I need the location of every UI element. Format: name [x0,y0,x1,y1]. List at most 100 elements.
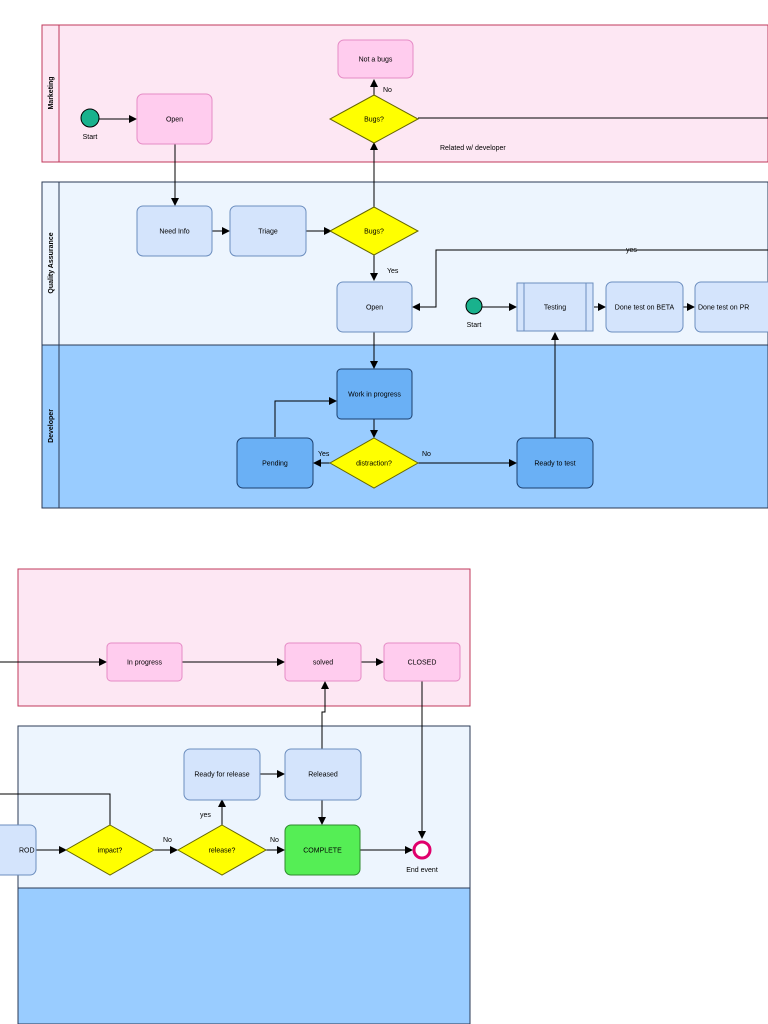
node-open-qa[interactable]: Open [336,281,413,333]
node-ready-for-release-box [183,748,261,801]
node-wip-label: Work in progress [348,392,401,399]
lane-marketing-continued [17,568,471,707]
node-not-a-bugs-box [337,39,414,79]
lane-qa-title: Quality Assurance [48,232,55,293]
lane-marketing-title: Marketing [48,76,55,109]
start-event-marketing[interactable]: Start [80,108,100,141]
node-triage-box [229,205,307,257]
edge-label-no-not-bugs: No [383,87,392,94]
start-event-qa-circle [465,297,483,315]
end-event-circle [412,840,432,860]
lane-developer-header [41,344,60,509]
end-event-label: End event [406,867,438,874]
node-solved-box [284,642,362,682]
start-marketing-label: Start [83,134,98,141]
node-done-prod-bottom-box [0,824,37,876]
node-done-beta-box [605,281,684,333]
decision-bugs-marketing-diamond [328,94,420,144]
decision-bugs-qa-diamond [328,206,420,256]
node-in-progress[interactable]: In progress [106,642,183,682]
lane-marketing-continued-body [17,568,471,707]
node-released[interactable]: Released [284,748,362,801]
node-done-prod-top-box [694,281,768,333]
node-need-info-box [136,205,213,257]
node-need-info-label: Need Info [159,229,189,236]
node-released-label: Released [308,772,338,779]
node-released-box [284,748,362,801]
node-triage[interactable]: Triage [229,205,307,257]
edge-loop-from-impact [0,793,111,825]
node-testing-label: Testing [544,305,566,312]
node-in-progress-label: In progress [127,660,163,667]
decision-bugs-marketing[interactable]: Bugs? [328,94,420,144]
edge-label-no-ready-test: No [422,451,431,458]
node-complete-box [284,824,361,876]
node-done-beta[interactable]: Done test on BETA [605,281,684,333]
edges-bottom [0,658,426,854]
node-wip-box [336,368,413,420]
end-event[interactable]: End event [406,840,438,874]
decision-bugs-qa-label: Bugs? [364,229,384,236]
decision-bugs-qa[interactable]: Bugs? [328,206,420,256]
decision-bugs-marketing-label: Bugs? [364,117,384,124]
decision-distraction[interactable]: distraction? [328,437,420,489]
node-not-a-bugs-label: Not a bugs [359,57,393,64]
node-in-progress-box [106,642,183,682]
node-open-marketing-label: Open [166,117,183,124]
node-done-prod-bottom[interactable]: ROD [0,824,37,876]
node-open-qa-box [336,281,413,333]
edge-label-yes-loop: yes [626,247,637,254]
node-solved[interactable]: solved [284,642,362,682]
decision-release-label: release? [209,848,236,855]
lane-developer-continued [17,887,471,1024]
node-done-prod-bottom-label: ROD [19,848,35,855]
node-not-a-bugs[interactable]: Not a bugs [337,39,414,79]
node-need-info[interactable]: Need Info [136,205,213,257]
node-complete-label: COMPLETE [303,848,342,855]
lane-developer-title: Developer [48,409,55,443]
node-closed[interactable]: CLOSED [383,642,461,682]
node-done-beta-label: Done test on BETA [615,305,675,312]
start-event-qa[interactable]: Start [465,297,483,329]
start-event-circle [80,108,100,128]
edge-label-yes-open: Yes [387,268,399,275]
node-pending-label: Pending [262,461,288,468]
lane-developer-continued-body [17,887,471,1024]
node-open-marketing-box [136,93,213,145]
node-testing-box [516,282,594,332]
node-ready-to-test-label: Ready to test [534,461,575,468]
lane-marketing-header [41,24,60,163]
start-qa-label: Start [467,322,482,329]
node-closed-label: CLOSED [408,660,437,667]
node-ready-for-release[interactable]: Ready for release [183,748,261,801]
node-triage-label: Triage [258,229,278,236]
edge-label-yes-pending: Yes [318,451,330,458]
node-closed-box [383,642,461,682]
edge-label-no-release: No [163,837,172,844]
node-open-qa-label: Open [366,305,383,312]
node-testing[interactable]: Testing [516,282,594,332]
decision-impact[interactable]: impact? [64,824,156,876]
decision-distraction-diamond [328,437,420,489]
node-open-marketing[interactable]: Open [136,93,213,145]
node-done-prod-top[interactable]: Done test on PR [694,281,768,333]
decision-release[interactable]: release? [176,824,268,876]
edge-label-yes-ready-release: yes [200,812,211,819]
edge-label-related-developer: Related w/ developer [440,145,506,152]
edge-pending-to-wip [274,397,337,437]
node-work-in-progress[interactable]: Work in progress [336,368,413,420]
node-ready-to-test-box [516,437,594,489]
node-solved-label: solved [313,660,333,667]
node-ready-to-test[interactable]: Ready to test [516,437,594,489]
decision-impact-diamond [64,824,156,876]
node-pending-box [236,437,314,489]
node-complete[interactable]: COMPLETE [284,824,361,876]
edges-top [99,79,768,467]
decision-impact-label: impact? [98,848,123,855]
edge-loop-yes-to-open [412,249,768,311]
decision-distraction-label: distraction? [356,461,392,468]
edge-label-no-complete: No [270,837,279,844]
decision-release-diamond [176,824,268,876]
node-pending[interactable]: Pending [236,437,314,489]
